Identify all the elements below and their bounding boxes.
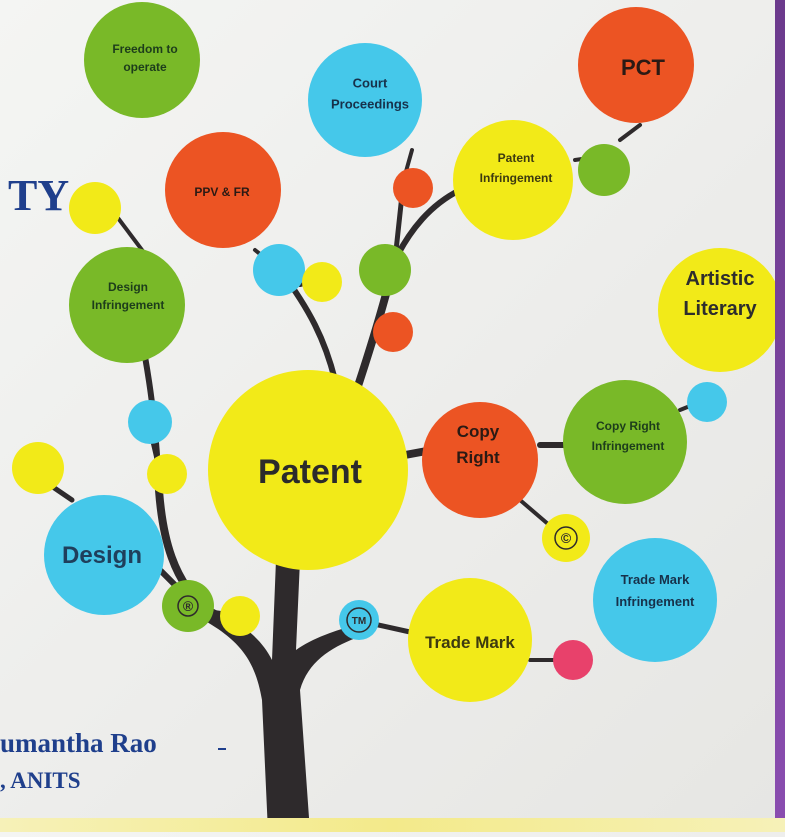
node-court-circle [308,43,422,157]
label-line: Trade Mark [621,572,690,587]
symbol-circles: ® TM © [162,514,590,640]
leaf-dot [359,244,411,296]
label-trademark: Trade Mark [425,633,515,652]
label-freedom: Freedom to operate [112,42,177,74]
node-trademark-circle [408,578,532,702]
node-patent-infringement-circle [453,120,573,240]
label-line: Infringement [616,594,695,609]
leaf-dot [578,144,630,196]
label-pct: PCT [621,55,666,80]
label-line: Literary [683,298,757,320]
yellow-bottom-strip [0,818,785,832]
label-line: Design [108,280,148,294]
label-line: Infringement [92,298,165,312]
label-line: PCT [621,55,666,80]
registered-symbol: ® [183,598,194,614]
label-line: Freedom to [112,42,177,56]
label-line: PPV & FR [194,185,250,199]
leaf-dot [302,262,342,302]
copyright-symbol-circle [542,514,590,562]
tree-trunk [200,560,356,832]
leaf-dot [220,596,260,636]
node-pct-circle [578,7,694,123]
label-design: Design [62,542,142,569]
label-line: Copy [457,422,500,441]
label-line: Proceedings [331,97,409,112]
leaf-dot [687,382,727,422]
leaf-dots [12,144,727,680]
node-trademark-infringement-circle [593,538,717,662]
label-line: Patent [258,453,362,491]
leaf-dot [253,244,305,296]
label-line: Right [456,448,500,467]
institution-fragment: , ANITS [0,768,81,793]
label-line: Trade Mark [425,633,515,652]
label-patent: Patent [258,453,362,491]
label-ppv: PPV & FR [194,185,250,199]
leaf-dot [373,312,413,352]
title-fragment: TY [8,171,70,220]
underline-tick [218,748,226,750]
label-line: Design [62,542,142,569]
node-copyright-circle [422,402,538,518]
concept-circles [44,2,782,702]
registered-symbol-circle [162,580,214,632]
node-design-circle [44,495,164,615]
leaf-dot [147,454,187,494]
node-design-infringement-circle [69,247,185,363]
tm-symbol: TM [352,616,366,627]
label-line: Copy Right [596,419,660,433]
label-line: Infringement [480,171,553,185]
leaf-dot [12,442,64,494]
label-line: operate [123,60,167,74]
leaf-dot [69,182,121,234]
label-line: Artistic [686,268,755,290]
leaf-dot [393,168,433,208]
trademark-symbol-circle [339,600,379,640]
author-name-fragment: umantha Rao [0,728,157,758]
node-patent-circle [208,370,408,570]
label-line: Court [353,76,388,91]
node-ppv-circle [165,132,281,248]
leaf-dot [128,400,172,444]
label-line: Infringement [592,439,665,453]
leaf-dot [553,640,593,680]
node-artistic-circle [658,248,782,372]
purple-side-strip [775,0,785,832]
label-line: Patent [498,151,535,165]
node-freedom-circle [84,2,200,118]
copyright-symbol: © [561,530,572,546]
node-copyright-infringement-circle [563,380,687,504]
